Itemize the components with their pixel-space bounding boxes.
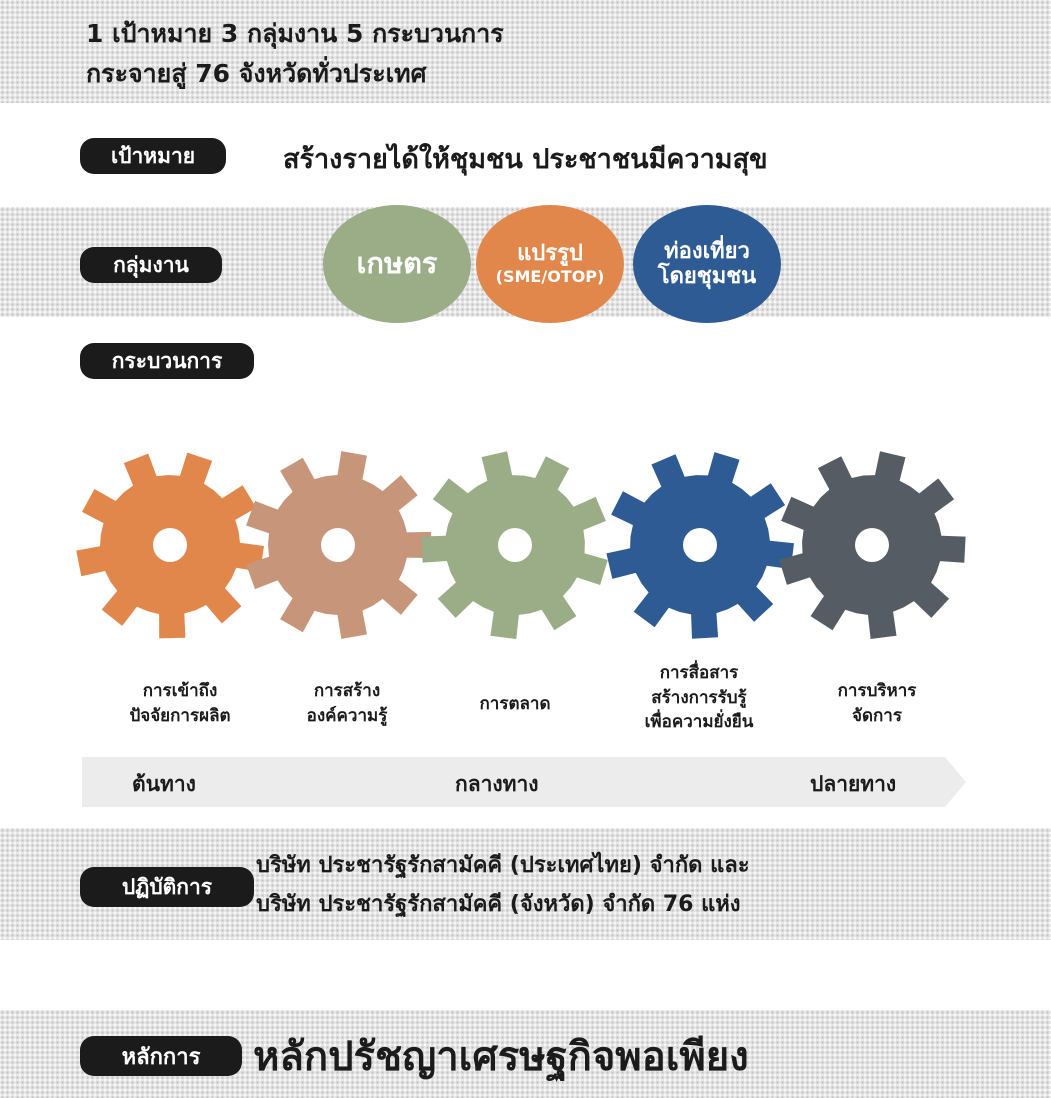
stage-arrow-shape	[82, 757, 966, 807]
goal-text: สร้างรายได้ให้ชุมชน ประชาชนมีความสุข	[283, 144, 768, 175]
gear-label-knowledge: การสร้าง องค์ความรู้	[252, 668, 442, 740]
gear-label-communication: การสื่อสาร สร้างการรับรู้ เพื่อความยั่งย…	[604, 650, 794, 746]
goal-tag: เป้าหมาย	[80, 138, 226, 174]
header-line-2: กระจายสู่ 76 จังหวัดทั่วประเทศ	[86, 59, 427, 88]
gear-label-marketing: การตลาด	[420, 668, 610, 740]
group-agriculture-label: เกษตร	[356, 246, 438, 281]
stage-middle: กลางทาง	[455, 772, 539, 796]
gear-label-line: จัดการ	[852, 706, 902, 726]
gear-label-line: สร้างการรับรู้	[651, 687, 747, 708]
gear-label-line: การตลาด	[479, 693, 551, 714]
process-gears	[76, 451, 966, 639]
gear-label-line: การสร้าง	[313, 681, 381, 702]
operation-line-1: บริษัท ประชารัฐรักสามัคคี (ประเทศไทย) จำ…	[256, 853, 750, 878]
gear-label-line: เพื่อความยั่งยืน	[644, 712, 754, 733]
group-processing-label: แปรรูป	[517, 241, 583, 267]
gear-5	[779, 451, 966, 639]
stage-arrow	[82, 757, 966, 807]
groups-tag: กลุ่มงาน	[80, 247, 222, 283]
header-band	[0, 0, 1051, 103]
gear-label-line: การบริหาร	[837, 681, 917, 702]
operation-line-2: บริษัท ประชารัฐรักสามัคคี (จังหวัด) จำกั…	[256, 892, 741, 917]
process-tag: กระบวนการ	[80, 343, 254, 379]
group-processing-sublabel: (SME/OTOP)	[495, 267, 605, 287]
group-circle-agriculture: เกษตร	[323, 205, 471, 323]
gear-label-management: การบริหาร จัดการ	[782, 668, 972, 740]
group-tourism-sublabel: โดยชุมชน	[657, 264, 757, 289]
gear-3	[421, 451, 608, 639]
group-circle-tourism: ท่องเที่ยว โดยชุมชน	[633, 205, 781, 323]
gear-4	[606, 452, 794, 639]
stage-start: ต้นทาง	[132, 772, 196, 796]
gear-label-line: การเข้าถึง	[142, 681, 218, 702]
group-tourism-label: ท่องเที่ยว	[664, 238, 750, 264]
header-line-1: 1 เป้าหมาย 3 กลุ่มงาน 5 กระบวนการ	[86, 19, 504, 48]
principle-text: หลักปรัชญาเศรษฐกิจพอเพียง	[253, 1034, 749, 1080]
operation-tag: ปฏิบัติการ	[80, 867, 254, 907]
gear-label-line: องค์ความรู้	[306, 706, 388, 726]
principle-tag: หลักการ	[80, 1036, 242, 1076]
operation-band	[0, 828, 1051, 940]
stage-end: ปลายทาง	[810, 772, 897, 796]
gear-label-line: ปัจจัยการผลิต	[129, 706, 231, 726]
gear-1	[76, 452, 264, 639]
group-circle-processing: แปรรูป (SME/OTOP)	[476, 205, 624, 323]
gear-label-line: การสื่อสาร	[659, 663, 739, 684]
gear-2	[246, 451, 432, 639]
gear-label-production: การเข้าถึง ปัจจัยการผลิต	[85, 668, 275, 740]
